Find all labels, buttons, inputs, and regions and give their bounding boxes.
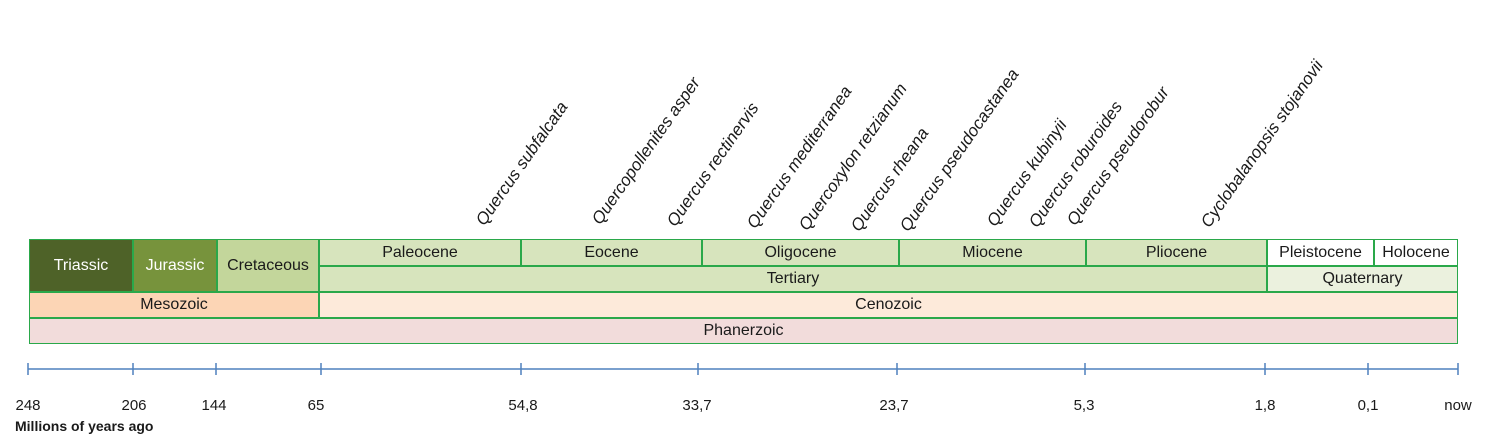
period-jurassic: Jurassic [133,239,217,292]
axis-tick-label: 1,8 [1254,397,1276,414]
epoch-pliocene: Pliocene [1086,239,1267,266]
axis-tick-label: 23,7 [879,397,909,414]
axis-tick-label: 5,3 [1073,397,1095,414]
axis-tick-label: 144 [201,397,227,414]
axis-tick-label: 0,1 [1357,397,1379,414]
eon-phanerozoic: Phanerzoic [29,318,1458,344]
period-triassic: Triassic [29,239,133,292]
subperiod-tertiary: Tertiary [319,266,1267,292]
axis-tick-label: 65 [307,397,325,414]
era-cenozoic: Cenozoic [319,292,1458,318]
epoch-paleocene: Paleocene [319,239,521,266]
axis-tick-label: 33,7 [682,397,712,414]
axis-ticks [27,363,1459,375]
period-cretaceous: Cretaceous [217,239,319,292]
subperiod-quaternary: Quaternary [1267,266,1458,292]
epoch-pleistocene: Pleistocene [1267,239,1374,266]
epoch-eocene: Eocene [521,239,702,266]
axis-tick-label: 206 [121,397,147,414]
axis-tick-label: now [1444,397,1472,414]
era-mesozoic: Mesozoic [29,292,319,318]
epoch-holocene: Holocene [1374,239,1458,266]
axis-title: Millions of years ago [15,418,154,434]
axis-tick-label: 248 [15,397,41,414]
epoch-oligocene: Oligocene [702,239,899,266]
axis-tick-label: 54,8 [508,397,538,414]
epoch-miocene: Miocene [899,239,1086,266]
